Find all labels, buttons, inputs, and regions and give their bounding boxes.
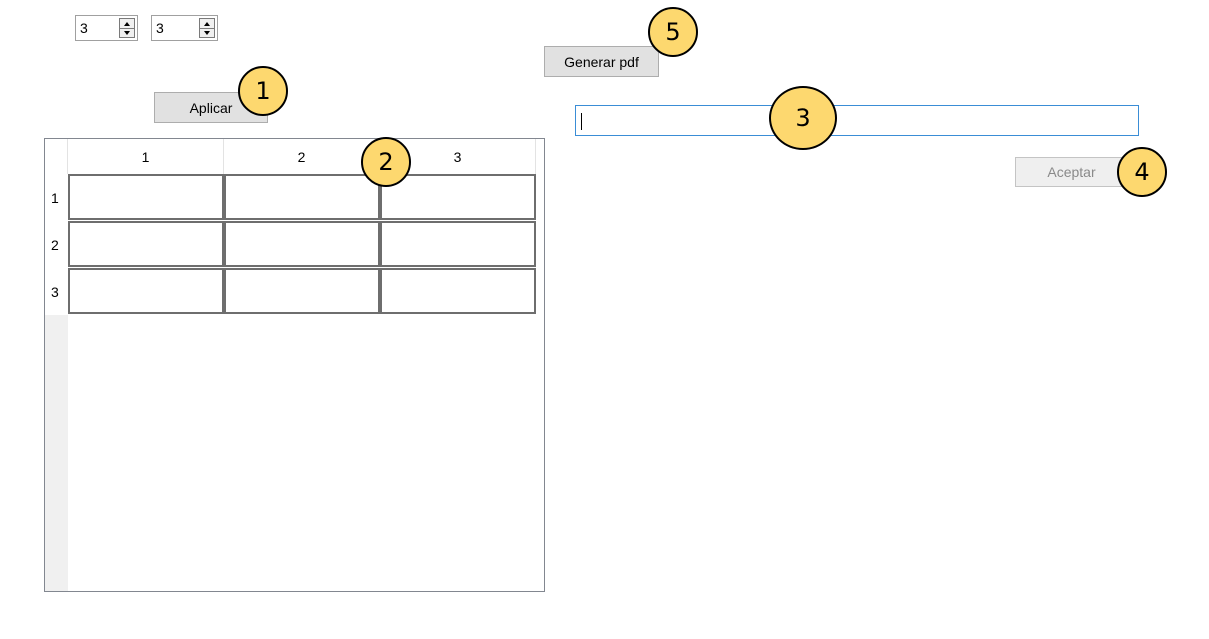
accept-button[interactable]: Aceptar xyxy=(1015,157,1128,187)
grid-cell[interactable] xyxy=(224,268,380,314)
text-input[interactable] xyxy=(575,105,1139,136)
grid-cell[interactable] xyxy=(68,221,224,267)
callout-5: 5 xyxy=(648,7,698,57)
spin-up-icon[interactable] xyxy=(200,19,214,29)
rows-spinner-arrows[interactable] xyxy=(119,18,135,38)
grid-cell[interactable] xyxy=(380,221,536,267)
grid-corner xyxy=(45,139,68,174)
row-header-3[interactable]: 3 xyxy=(45,268,68,315)
spin-down-icon[interactable] xyxy=(120,28,134,37)
grid-cell[interactable] xyxy=(380,268,536,314)
columns-spinner-value[interactable]: 3 xyxy=(156,20,164,36)
column-header-1[interactable]: 1 xyxy=(68,139,224,174)
spin-down-icon[interactable] xyxy=(200,28,214,37)
columns-spinner[interactable]: 3 xyxy=(151,15,218,41)
generate-pdf-button[interactable]: Generar pdf xyxy=(544,46,659,77)
row-header-1[interactable]: 1 xyxy=(45,174,68,221)
callout-1: 1 xyxy=(238,66,288,116)
text-caret xyxy=(581,113,582,130)
columns-spinner-arrows[interactable] xyxy=(199,18,215,38)
grid-cell[interactable] xyxy=(380,174,536,220)
grid-cell[interactable] xyxy=(224,221,380,267)
grid-cell[interactable] xyxy=(68,174,224,220)
grid-cell[interactable] xyxy=(68,268,224,314)
matrix-grid[interactable]: 1 2 3 1 2 3 xyxy=(44,138,545,592)
row-header-2[interactable]: 2 xyxy=(45,221,68,268)
rows-spinner-value[interactable]: 3 xyxy=(80,20,88,36)
callout-2: 2 xyxy=(361,137,411,187)
grid-cell[interactable] xyxy=(224,174,380,220)
callout-3: 3 xyxy=(769,86,837,150)
rows-spinner[interactable]: 3 xyxy=(75,15,138,41)
spin-up-icon[interactable] xyxy=(120,19,134,29)
callout-4: 4 xyxy=(1117,147,1167,197)
column-header-2[interactable]: 2 xyxy=(224,139,380,174)
